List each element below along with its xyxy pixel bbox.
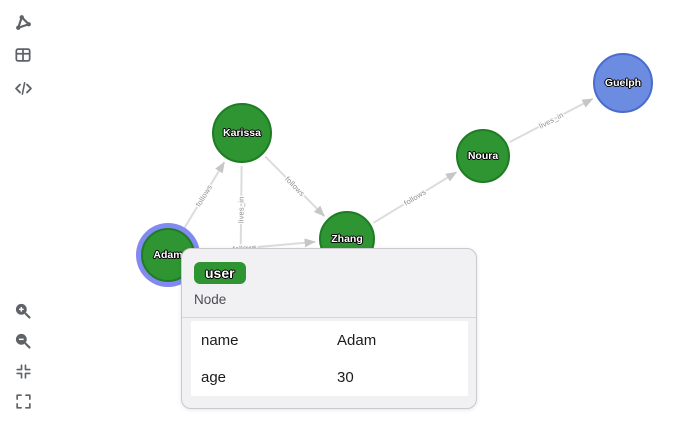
collapse-view-icon xyxy=(14,362,33,381)
property-key: name xyxy=(201,331,239,349)
graph-edge-follows[interactable]: follows xyxy=(264,155,326,217)
node-label: Zhang xyxy=(331,233,363,245)
toolbar-bottom xyxy=(8,297,38,415)
zoom-out-button[interactable] xyxy=(8,327,38,355)
edge-label: lives_in xyxy=(537,110,565,130)
node-label: Adam xyxy=(153,249,183,261)
table-icon xyxy=(13,45,33,65)
graph-node-Noura[interactable]: Noura xyxy=(456,129,510,183)
node-properties-panel: user Node name Adam age 30 xyxy=(181,248,477,409)
property-value: Adam xyxy=(337,331,377,349)
zoom-in-icon xyxy=(13,301,33,321)
property-value: 30 xyxy=(337,368,354,386)
edge-label: follows xyxy=(194,183,214,209)
node-label: Noura xyxy=(467,150,499,162)
node-type-badge: user xyxy=(194,262,246,284)
property-key: age xyxy=(201,368,227,386)
table-view-button[interactable] xyxy=(8,41,38,69)
toolbar-top xyxy=(8,8,38,102)
edge-label: follows xyxy=(402,187,427,207)
panel-header: user Node xyxy=(182,249,476,309)
code-icon xyxy=(13,78,34,99)
edge-label: follows xyxy=(283,175,307,199)
properties-table: name Adam age 30 xyxy=(191,321,468,396)
graph-icon xyxy=(13,12,34,33)
property-row: name Adam xyxy=(191,322,468,359)
fullscreen-icon xyxy=(14,392,33,411)
zoom-out-icon xyxy=(13,331,33,351)
zoom-in-button[interactable] xyxy=(8,297,38,325)
graph-node-Guelph[interactable]: Guelph xyxy=(593,53,653,113)
node-label: Karissa xyxy=(223,127,261,139)
edge-label: lives_in xyxy=(237,196,246,223)
graph-view-button[interactable] xyxy=(8,8,38,36)
code-view-button[interactable] xyxy=(8,74,38,102)
property-row: age 30 xyxy=(191,359,468,396)
graph-node-Karissa[interactable]: Karissa xyxy=(212,103,272,163)
panel-title: Node xyxy=(194,292,227,307)
graph-edge-lives_in[interactable]: lives_in xyxy=(509,97,594,144)
fit-graph-button[interactable] xyxy=(8,357,38,385)
panel-divider xyxy=(182,317,476,318)
graph-edge-follows[interactable]: follows xyxy=(372,171,458,224)
graph-edge-follows[interactable]: follows xyxy=(182,161,226,230)
node-label: Guelph xyxy=(604,77,642,89)
fullscreen-button[interactable] xyxy=(8,387,38,415)
